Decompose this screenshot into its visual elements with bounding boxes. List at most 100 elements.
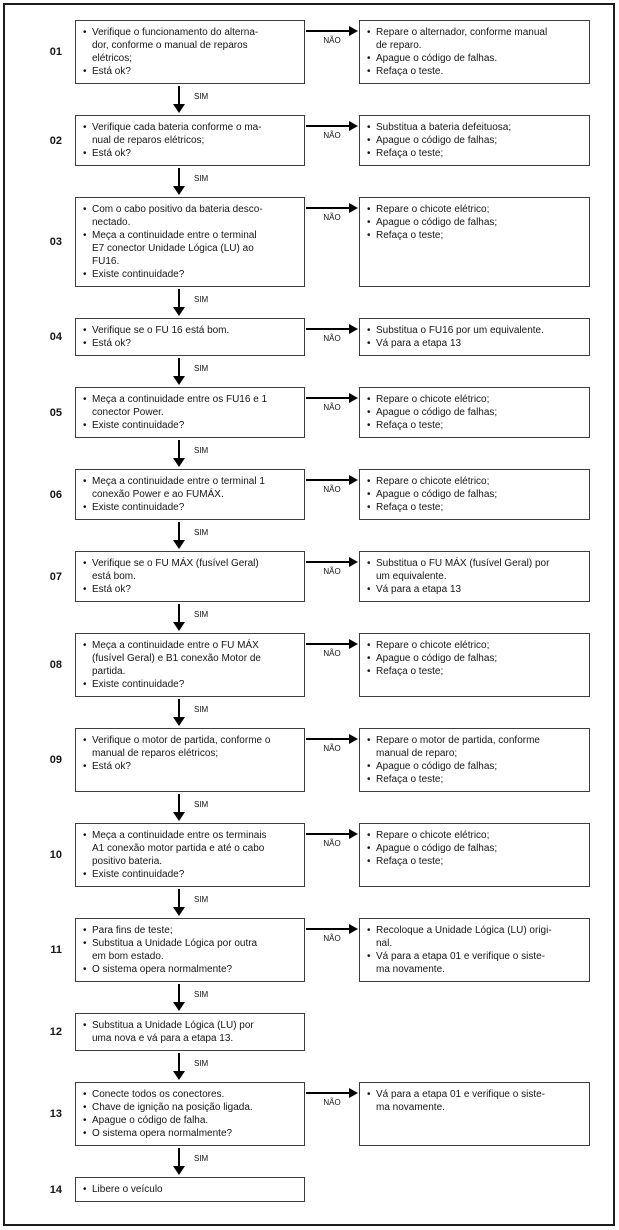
bullet-item: Repare o chicote elétrico; xyxy=(365,829,585,842)
bullet-list: Repare o motor de partida, conforme manu… xyxy=(365,734,585,786)
sim-arrow-line xyxy=(178,1148,180,1167)
bullet-item: Refaça o teste; xyxy=(365,419,585,432)
bullet-item: Refaça o teste. xyxy=(365,65,585,78)
step-row: 11Para fins de teste;Substitua a Unidade… xyxy=(5,918,613,982)
no-arrow-line xyxy=(306,1092,351,1094)
no-arrow-line xyxy=(306,738,351,740)
bullet-item: Refaça o teste; xyxy=(365,773,585,786)
sim-label: SIM xyxy=(194,92,209,101)
step-action-box: Repare o motor de partida, conforme manu… xyxy=(359,728,590,792)
step-number: 07 xyxy=(49,570,62,583)
step-question-box: Substitua a Unidade Lógica (LU) por uma … xyxy=(75,1013,305,1051)
bullet-item: Vá para a etapa 13 xyxy=(365,337,585,350)
no-label: NÃO xyxy=(323,649,341,658)
step-row: 12Substitua a Unidade Lógica (LU) por um… xyxy=(5,1013,613,1051)
step-question-box: Conecte todos os conectores.Chave de ign… xyxy=(75,1082,305,1146)
flowchart-frame: 01 Verifique o funcionamento do alterna- … xyxy=(3,3,615,1226)
no-arrow-line xyxy=(306,833,351,835)
step-row: 09Verifique o motor de partida, conforme… xyxy=(5,728,613,792)
bullet-list: Substitua o FU16 por um equivalente.Vá p… xyxy=(365,324,585,350)
bullet-item: Refaça o teste; xyxy=(365,147,585,160)
step-question-box: Meça a continuidade entre os FU16 e 1 co… xyxy=(75,387,305,438)
connector-area xyxy=(305,1177,359,1202)
no-arrow-head-icon xyxy=(349,121,358,131)
connector-area: NÃO xyxy=(305,318,359,356)
no-arrow-head-icon xyxy=(349,203,358,213)
sim-arrow-head-icon xyxy=(173,622,185,631)
bullet-item: Apague o código de falhas; xyxy=(365,134,585,147)
step-row: 07Verifique se o FU MÁX (fusível Geral) … xyxy=(5,551,613,602)
bullet-item: Meça a continuidade entre os FU16 e 1 co… xyxy=(81,393,300,419)
sim-arrow-head-icon xyxy=(173,307,185,316)
step-number: 14 xyxy=(49,1183,62,1196)
bullet-list: Meça a continuidade entre o FU MÁX (fusí… xyxy=(81,639,300,691)
no-label: NÃO xyxy=(323,744,341,753)
no-label: NÃO xyxy=(323,403,341,412)
bullet-item: Apague o código de falhas; xyxy=(365,760,585,773)
no-arrow-line xyxy=(306,125,351,127)
no-arrow-head-icon xyxy=(349,924,358,934)
bullet-list: Repare o chicote elétrico;Apague o códig… xyxy=(365,639,585,678)
bullet-item: O sistema opera normalmente? xyxy=(81,963,300,976)
no-arrow-head-icon xyxy=(349,639,358,649)
bullet-item: Apague o código de falhas; xyxy=(365,488,585,501)
connector-area: NÃO xyxy=(305,115,359,166)
bullet-item: Apague o código de falhas; xyxy=(365,652,585,665)
step-question-box: Libere o veículo xyxy=(75,1177,305,1202)
no-label: NÃO xyxy=(323,934,341,943)
bullet-list: Verifique se o FU 16 está bom.Está ok? xyxy=(81,324,300,350)
no-label: NÃO xyxy=(323,213,341,222)
bullet-list: Conecte todos os conectores.Chave de ign… xyxy=(81,1088,300,1140)
bullet-item: Meça a continuidade entre o terminal 1 c… xyxy=(81,475,300,501)
step-action-box: Repare o alternador, conforme manual de … xyxy=(359,20,590,84)
connector-area: NÃO xyxy=(305,20,359,84)
connector-area: NÃO xyxy=(305,469,359,520)
sim-connector: SIM xyxy=(5,84,613,115)
sim-arrow-head-icon xyxy=(173,717,185,726)
step-number: 01 xyxy=(49,46,62,58)
no-arrow-head-icon xyxy=(349,324,358,334)
bullet-item: Verifique se o FU 16 está bom. xyxy=(81,324,300,337)
bullet-item: Está ok? xyxy=(81,147,300,160)
sim-connector: SIM xyxy=(5,520,613,551)
bullet-item: Está ok? xyxy=(81,760,300,773)
flowchart: 01 Verifique o funcionamento do alterna- … xyxy=(5,20,613,1202)
sim-connector: SIM xyxy=(5,1051,613,1082)
connector-area: NÃO xyxy=(305,633,359,697)
no-arrow-line xyxy=(306,643,351,645)
bullet-list: Verifique o funcionamento do alterna- do… xyxy=(81,26,300,78)
bullet-item: Está ok? xyxy=(81,65,300,78)
sim-arrow-line xyxy=(178,86,180,105)
step-question-box: Verifique o funcionamento do alterna- do… xyxy=(75,20,305,84)
bullet-list: Repare o chicote elétrico;Apague o códig… xyxy=(365,203,585,242)
bullet-list: Substitua o FU MÁX (fusível Geral) por u… xyxy=(365,557,585,596)
bullet-item: Refaça o teste; xyxy=(365,501,585,514)
bullet-item: Substitua o FU16 por um equivalente. xyxy=(365,324,585,337)
sim-arrow-line xyxy=(178,604,180,623)
step-question-box: Com o cabo positivo da bateria desco- ne… xyxy=(75,197,305,287)
bullet-item: O sistema opera normalmente? xyxy=(81,1127,300,1140)
no-label: NÃO xyxy=(323,131,341,140)
no-label: NÃO xyxy=(323,567,341,576)
sim-arrow-head-icon xyxy=(173,540,185,549)
bullet-item: Libere o veículo xyxy=(81,1183,300,1196)
no-label: NÃO xyxy=(323,334,341,343)
bullet-item: Está ok? xyxy=(81,583,300,596)
bullet-item: Apague o código de falha. xyxy=(81,1114,300,1127)
step-action-box: Vá para a etapa 01 e verifique o siste- … xyxy=(359,1082,590,1146)
step-row: 03 Com o cabo positivo da bateria desco- … xyxy=(5,197,613,287)
no-label: NÃO xyxy=(323,1098,341,1107)
sim-connector: SIM xyxy=(5,1146,613,1177)
no-arrow-line xyxy=(306,328,351,330)
bullet-list: Meça a continuidade entre os terminais A… xyxy=(81,829,300,881)
step-number: 03 xyxy=(49,236,62,248)
bullet-item: Repare o motor de partida, conforme manu… xyxy=(365,734,585,760)
no-arrow-head-icon xyxy=(349,393,358,403)
connector-area: NÃO xyxy=(305,387,359,438)
sim-arrow-line xyxy=(178,289,180,308)
bullet-item: Meça a continuidade entre o FU MÁX (fusí… xyxy=(81,639,300,678)
sim-arrow-line xyxy=(178,440,180,459)
bullet-item: Chave de ignição na posição ligada. xyxy=(81,1101,300,1114)
sim-arrow-head-icon xyxy=(173,186,185,195)
sim-label: SIM xyxy=(194,174,209,183)
